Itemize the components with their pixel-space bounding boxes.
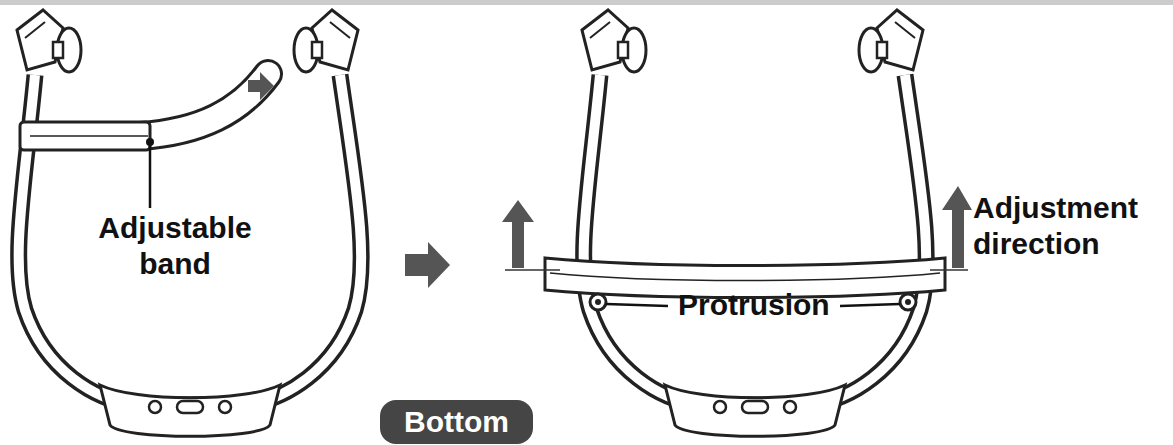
part-label: Protrusion <box>678 287 830 323</box>
part-label: Adjustment direction <box>973 190 1169 262</box>
part-label: Adjustable band <box>70 210 280 282</box>
pill-text: Bottom <box>404 404 509 440</box>
tag-pill: Bottom <box>380 400 533 444</box>
